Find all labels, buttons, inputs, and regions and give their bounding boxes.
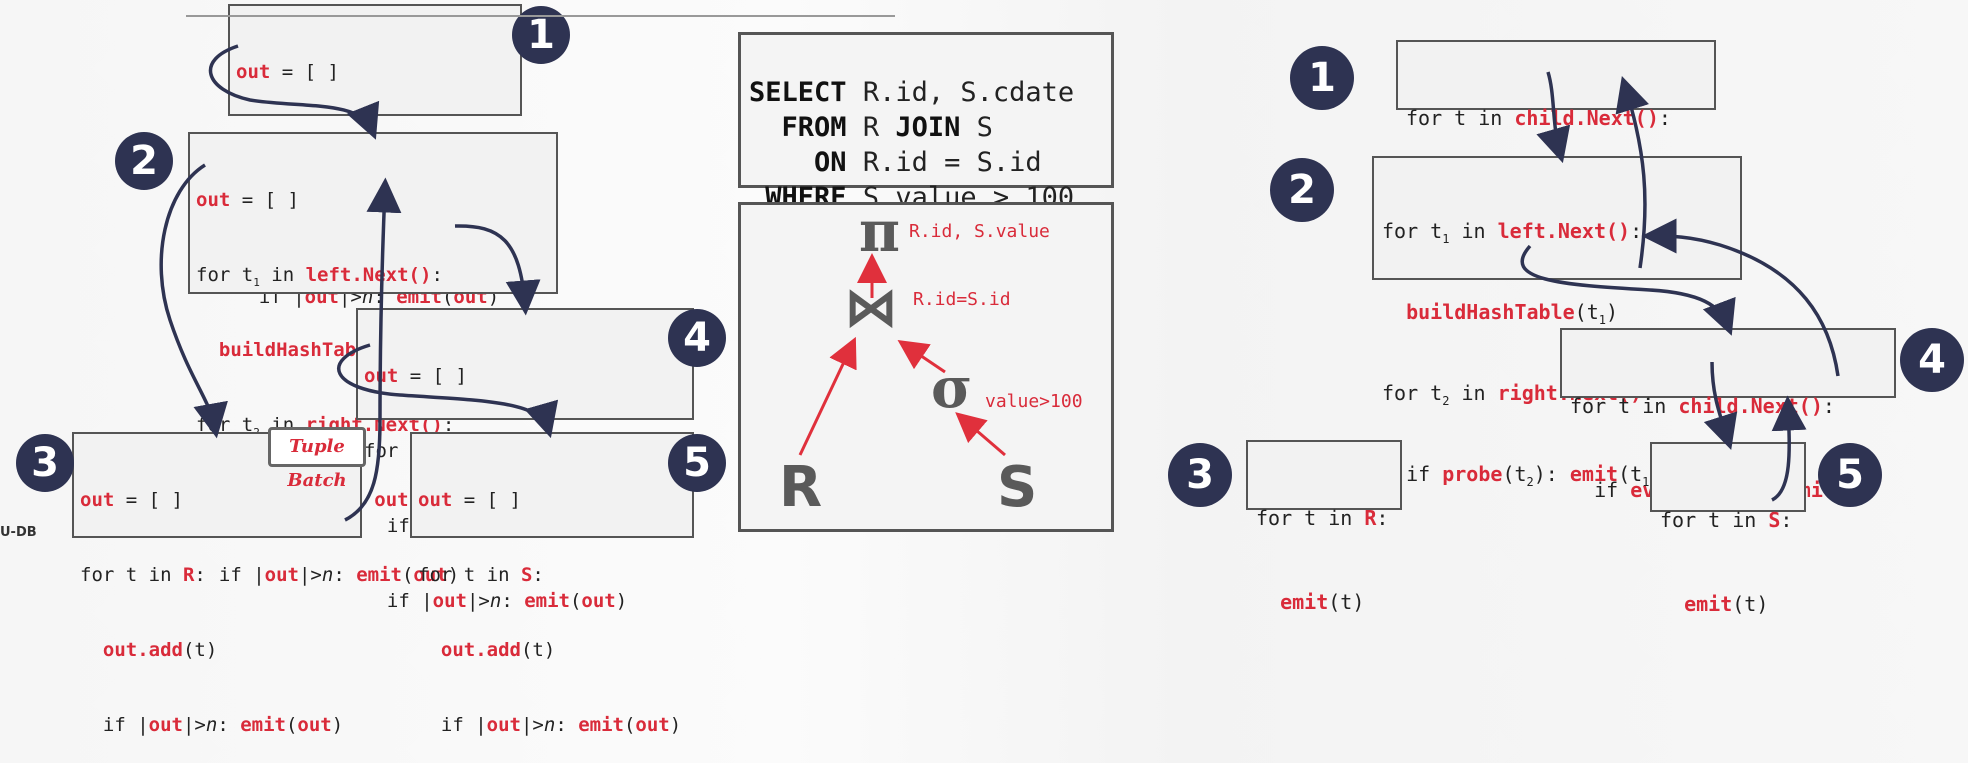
query-plan-box: π R.id, S.value ⋈ R.id=S.id σ value>100 … [738, 199, 1114, 532]
step-number-5: 5 [668, 434, 726, 492]
right-operator-2-box: for t1 in left.Next(): buildHashTable(t1… [1372, 156, 1742, 489]
projection-label: R.id, S.value [909, 221, 1050, 242]
join-symbol: ⋈ [845, 277, 897, 338]
footer-logo-text: U-DB [0, 525, 37, 540]
left-operator-4-box: out = [ ] for t in child.Next(): if eval… [356, 308, 694, 612]
right-operator-5-box: for t in S: emit(t) [1650, 442, 1806, 616]
selection-symbol: σ [931, 355, 973, 421]
step-number-4: 4 [668, 309, 726, 367]
step-number-1: 1 [512, 6, 570, 64]
right-operator-4-box: for t in child.Next(): if evalPred(t): e… [1560, 328, 1896, 502]
step-number-2: 2 [115, 132, 173, 190]
sql-query-box: SELECT R.id, S.cdate FROM R JOIN S ON R.… [738, 32, 1114, 213]
projection-symbol: π [859, 199, 900, 265]
right-step-number-2: 2 [1270, 158, 1334, 222]
table-s-symbol: S [997, 455, 1038, 520]
right-operator-3-box: for t in R: emit(t) [1246, 440, 1402, 614]
selection-label: value>100 [985, 391, 1083, 412]
tuple-batch-callout: Tuple Batch [268, 427, 366, 491]
right-operator-1-box: for t in child.Next(): emit(projection(t… [1396, 40, 1716, 214]
right-step-number-1: 1 [1290, 46, 1354, 110]
left-operator-5-box: out = [ ] for t in S: out.add(t) if |out… [410, 432, 694, 736]
right-step-number-4: 4 [1900, 328, 1964, 392]
right-step-number-3: 3 [1168, 443, 1232, 507]
left-operator-1-box: out = [ ] for t in child.Next(): out.add… [228, 4, 522, 308]
left-operator-2-box: out = [ ] for t1 in left.Next(): buildHa… [188, 132, 558, 586]
right-step-number-5: 5 [1818, 443, 1882, 507]
join-label: R.id=S.id [913, 289, 1011, 310]
table-r-symbol: R [779, 455, 823, 520]
step-number-3: 3 [16, 434, 74, 492]
